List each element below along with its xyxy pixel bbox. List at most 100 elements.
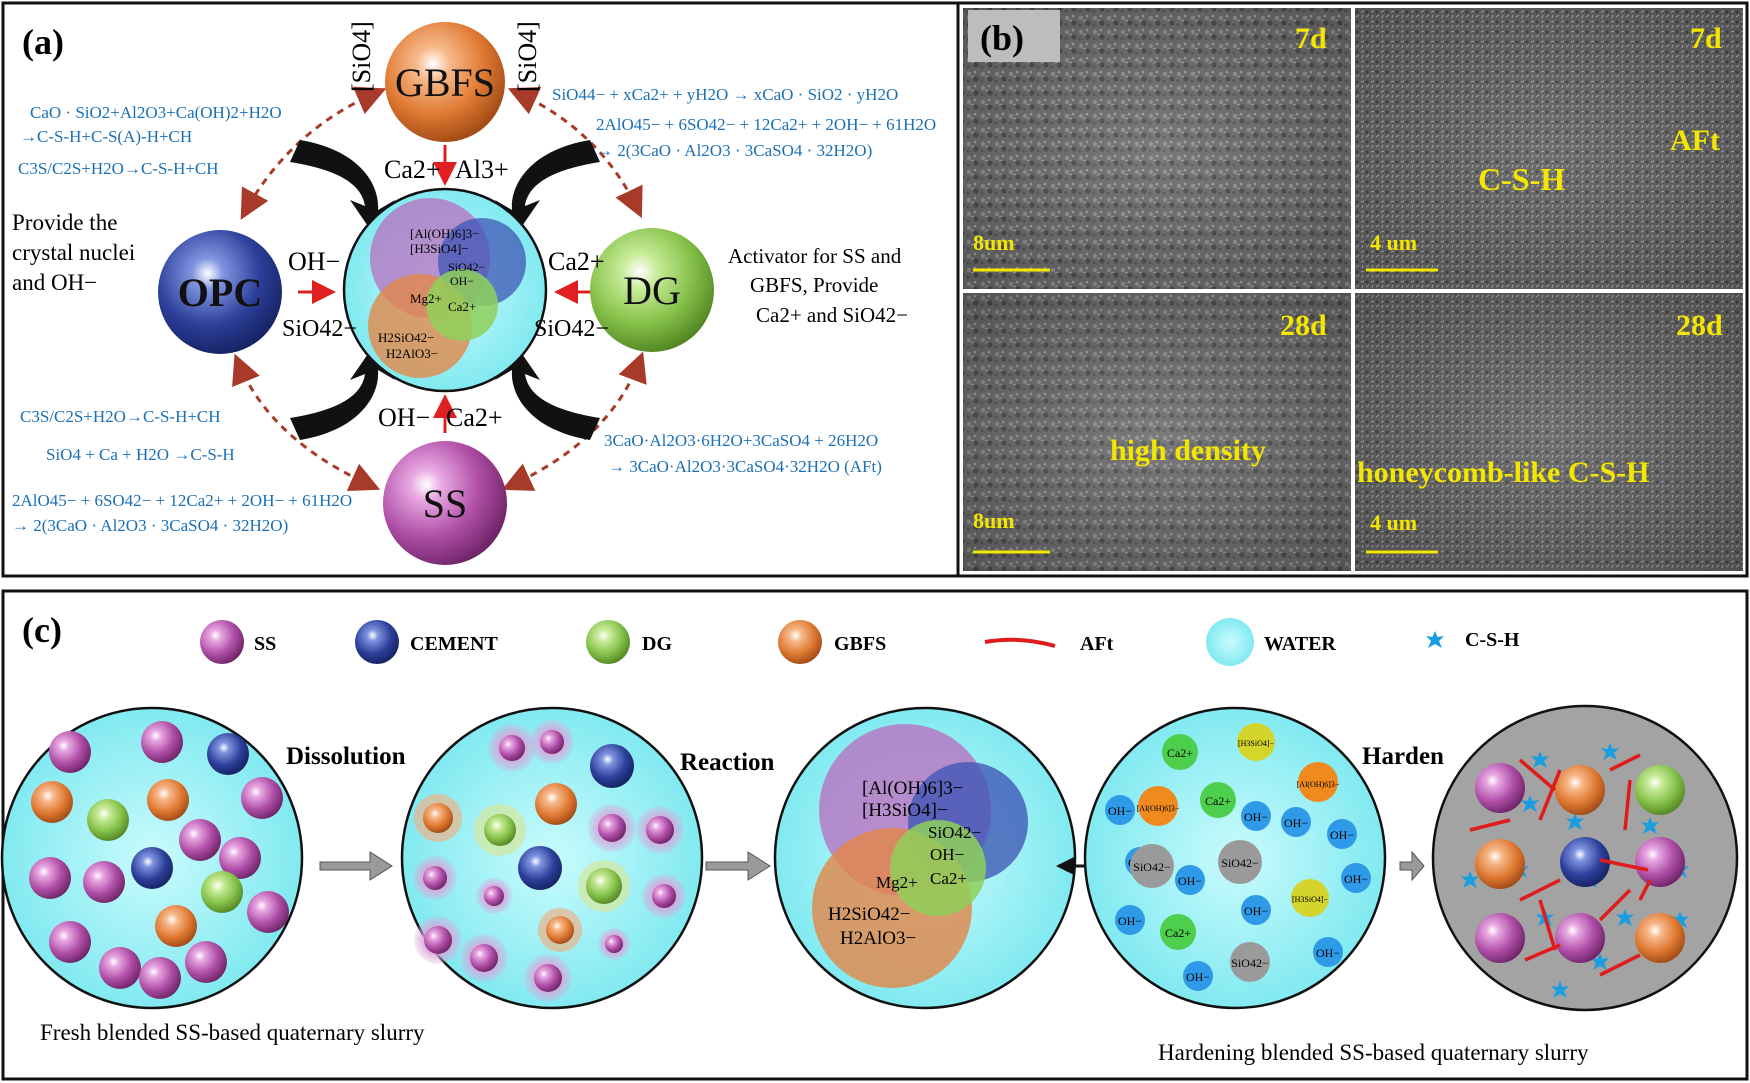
opc-label: OPC — [178, 270, 262, 315]
eq-tl-2: →C-S-H+C-S(A)-H+CH — [20, 127, 192, 146]
ss-sphere: SS — [383, 441, 507, 565]
step-harden: Harden — [1362, 743, 1444, 770]
center-oh-text: OH− — [450, 274, 474, 288]
img4-note: honeycomb-like C-S-H — [1357, 456, 1650, 489]
eq-bl-2: SiO4 + Ca + H2O →C-S-H — [46, 445, 235, 464]
ion-oh-1: OH− — [1108, 804, 1132, 818]
img2-csh: C-S-H — [1478, 161, 1565, 197]
hardened-circle — [1431, 704, 1739, 1012]
step-reaction: Reaction — [680, 749, 775, 776]
center-h2al-text: H2AlO3− — [386, 346, 438, 361]
left-desc-2: crystal nuclei — [12, 240, 135, 265]
right-desc-2: GBFS, Provide — [750, 273, 878, 297]
img2-scale: 4 um — [1370, 230, 1417, 255]
arrow-dissolution — [319, 851, 393, 881]
img1-age: 7d — [1295, 22, 1327, 55]
ca-right-label: Ca2+ — [548, 247, 605, 276]
img3-age: 28d — [1280, 309, 1327, 342]
center-sio-text: SiO42− — [448, 260, 486, 274]
ion-al-1: [Al(OH)6]3− — [1137, 804, 1180, 813]
sio4-right-label: [SiO4] — [513, 21, 542, 92]
ion-ca-2: Ca2+ — [1205, 794, 1231, 808]
ion-oh-3: OH− — [1178, 874, 1202, 888]
legend-csh: C-S-H — [1465, 629, 1520, 651]
panel-a-label: (a) — [22, 22, 64, 62]
al-top-label: Al3+ — [455, 155, 509, 184]
legend-ss: SS — [254, 633, 276, 655]
ca-bottom-label: Ca2+ — [446, 403, 503, 432]
eq-bl-1: C3S/C2S+H2O→C-S-H+CH — [20, 407, 221, 426]
img3-scale: 8um — [973, 508, 1015, 533]
ion-h3-2: [H3SiO4]− — [1292, 895, 1329, 904]
eq-br-1: 3CaO·Al2O3·6H2O+3CaSO4 + 26H2O — [604, 431, 878, 450]
img2-age: 7d — [1690, 22, 1722, 55]
reaction-sio: SiO42− — [928, 823, 981, 842]
ca-top-label: Ca2+ — [384, 155, 441, 184]
legend: SS CEMENT DG GBFS AFt WATER C-S-H — [200, 618, 1520, 666]
reaction-circle: [Al(OH)6]3− [H3SiO4]− SiO42− OH− Mg2+ Ca… — [773, 706, 1077, 1010]
panel-b: (b) 7d 8um 7d C-S-H AFt 4 um 28d high de… — [956, 1, 1749, 578]
arrow-reaction — [705, 851, 771, 881]
reaction-mg: Mg2+ — [876, 873, 918, 892]
center-al-text: [Al(OH)6]3− — [410, 226, 479, 241]
legend-cement-swatch — [355, 620, 399, 664]
ion-ca-3: Ca2+ — [1165, 926, 1191, 940]
ion-sio-2: SiO42− — [1221, 856, 1259, 870]
legend-ss-swatch — [200, 620, 244, 664]
eq-tl-3: C3S/C2S+H2O→C-S-H+CH — [18, 159, 219, 178]
legend-dg-swatch — [586, 620, 630, 664]
panel-c-label: (c) — [22, 610, 62, 650]
legend-dg: DG — [642, 633, 672, 655]
center-h2si-text: H2SiO42− — [378, 330, 434, 345]
eq-bl-3: 2AlO45− + 6SO42− + 12Ca2+ + 2OH− + 61H2O — [12, 491, 352, 510]
left-desc-3: and OH− — [12, 270, 97, 295]
ion-oh-11: OH− — [1186, 970, 1210, 984]
ss-label: SS — [423, 481, 468, 526]
sem-image-28d-4um — [1355, 293, 1743, 571]
img2-aft: AFt — [1670, 124, 1720, 157]
dg-sphere: DG — [590, 228, 714, 352]
reaction-oh: OH− — [930, 845, 964, 864]
left-desc-1: Provide the — [12, 210, 117, 235]
ion-oh-9: OH− — [1244, 904, 1268, 918]
panel-b-label: (b) — [980, 18, 1024, 58]
img4-age: 28d — [1676, 309, 1723, 342]
ion-al-2: [Al(OH)6]3− — [1297, 780, 1340, 789]
center-mg-text: Mg2+ — [410, 291, 442, 306]
legend-cement: CEMENT — [410, 633, 498, 655]
black-curved-arrows — [290, 140, 600, 440]
eq-tl-1: CaO · SiO2+Al2O3+Ca(OH)2+H2O — [30, 103, 282, 122]
caption-fresh: Fresh blended SS-based quaternary slurry — [40, 1020, 425, 1045]
caption-hardening: Hardening blended SS-based quaternary sl… — [1158, 1040, 1589, 1065]
eq-bl-4: → 2(3CaO · Al2O3 · 3CaSO4 · 32H2O) — [12, 516, 288, 535]
ion-oh-4: OH− — [1244, 810, 1268, 824]
eq-tr-3: → 2(3CaO · Al2O3 · 3CaSO4 · 32H2O) — [596, 141, 872, 160]
arrow-harden — [1399, 850, 1425, 882]
eq-br-2: → 3CaO·Al2O3·3CaSO4·32H2O (AFt) — [608, 457, 882, 476]
ion-ca-1: Ca2+ — [1167, 746, 1193, 760]
legend-gbfs-swatch — [778, 620, 822, 664]
dissolution-circle — [400, 706, 704, 1010]
ion-sio-3: SiO42− — [1231, 956, 1269, 970]
opc-sphere: OPC — [158, 230, 282, 354]
reaction-h2si: H2SiO42− — [828, 904, 911, 925]
step-dissolution: Dissolution — [286, 743, 406, 770]
img3-note: high density — [1110, 434, 1266, 467]
ion-circle: OH− OH− OH− OH− OH− OH− OH− OH− OH− OH− … — [1083, 706, 1387, 1010]
panel-b-label-box — [968, 10, 1060, 62]
legend-aft: AFt — [1080, 633, 1114, 655]
sem-image-7d-4um — [1355, 8, 1743, 289]
ion-oh-5: OH− — [1284, 816, 1308, 830]
sio4-right-arrow-label: SiO42− — [534, 316, 609, 342]
center-reaction-sphere: [Al(OH)6]3− [H3SiO4]− SiO42− OH− Mg2+ Ca… — [342, 187, 548, 393]
img4-scale: 4 um — [1370, 510, 1417, 535]
right-desc-3: Ca2+ and SiO42− — [756, 303, 908, 327]
center-ca-text: Ca2+ — [448, 299, 476, 314]
reaction-h2al: H2AlO3− — [840, 928, 916, 949]
ion-sio-1: SiO42− — [1133, 860, 1171, 874]
img1-scale: 8um — [973, 230, 1015, 255]
ion-oh-7: OH− — [1344, 872, 1368, 886]
legend-aft-swatch — [984, 637, 1056, 648]
dg-label: DG — [623, 268, 681, 313]
